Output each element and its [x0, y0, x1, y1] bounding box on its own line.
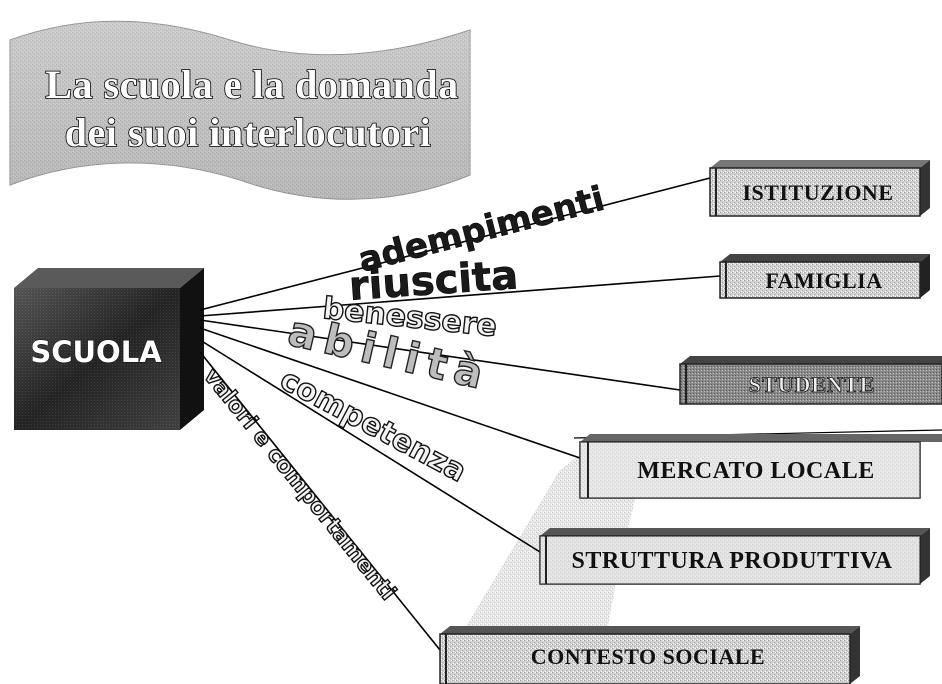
stakeholder-label-contesto: CONTESTO SOCIALE: [531, 644, 765, 669]
connector-struttura: [199, 339, 541, 553]
title-banner: La scuola e la domanda dei suoi interloc…: [9, 20, 471, 200]
stakeholder-label-famiglia: FAMIGLIA: [765, 268, 882, 293]
stakeholder-label-struttura: STRUTTURA PRODUTTIVA: [572, 548, 893, 574]
stakeholder-label-istituzione: ISTITUZIONE: [742, 180, 893, 205]
scuola-label: SCUOLA: [30, 335, 162, 369]
stakeholder-famiglia: FAMIGLIA: [719, 254, 930, 299]
connector-famiglia: [199, 275, 721, 317]
scuola-cube: SCUOLA: [14, 268, 204, 430]
stakeholder-istituzione: ISTITUZIONE: [709, 160, 930, 217]
stakeholder-mercato: MERCATO LOCALE: [579, 434, 942, 499]
connector-istituzione: [199, 177, 711, 311]
stakeholder-label-mercato: MERCATO LOCALE: [637, 458, 874, 484]
stakeholder-label-studente: STUDENTE: [749, 372, 876, 397]
connector-mercato: [199, 327, 581, 459]
connector-contesto: [199, 351, 441, 651]
stakeholder-contesto: CONTESTO SOCIALE: [439, 626, 860, 684]
title-line-2: dei suoi interlocutori: [65, 110, 432, 155]
title-line-1: La scuola e la domanda: [45, 62, 458, 107]
stakeholder-struttura: STRUTTURA PRODUTTIVA: [539, 528, 930, 585]
stakeholder-studente: STUDENTE: [679, 356, 942, 405]
connector-studente: [199, 319, 681, 391]
